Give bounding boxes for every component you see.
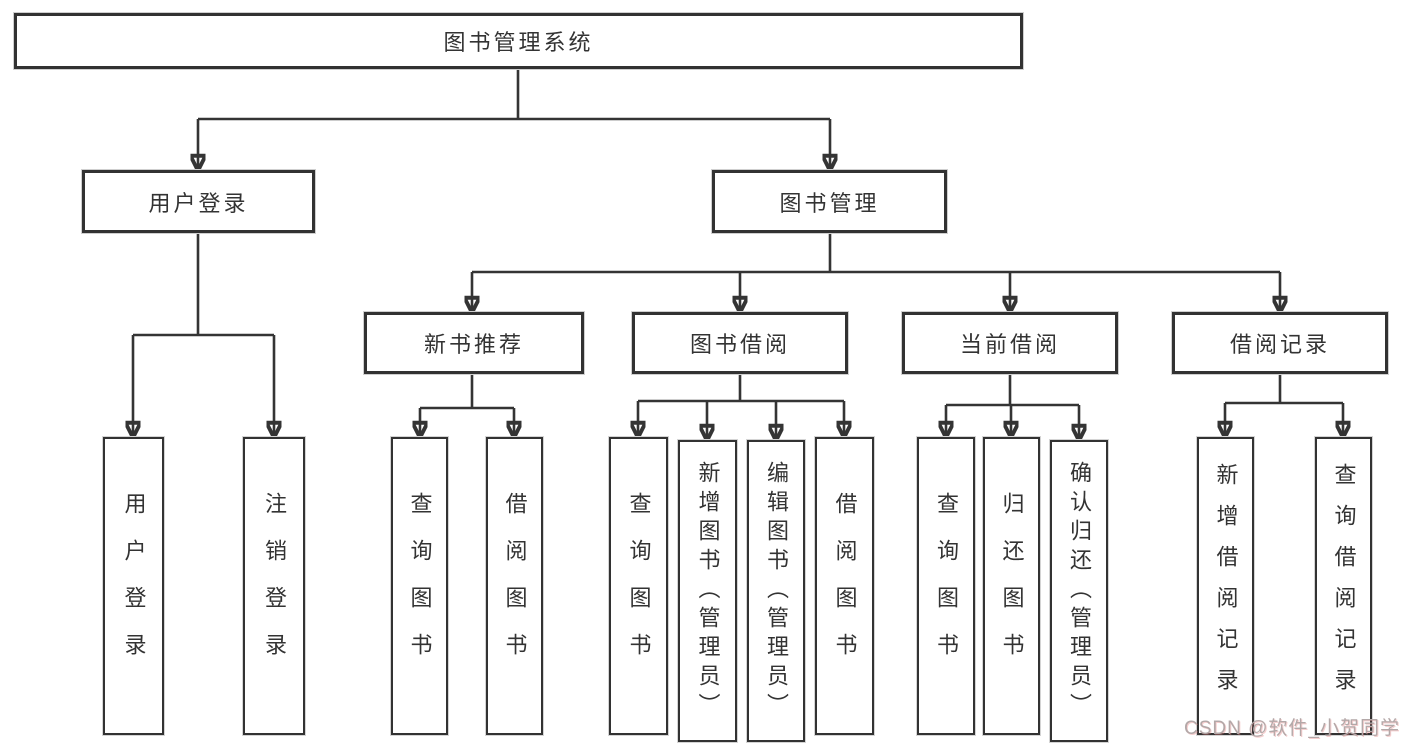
leaf-borrow-book-recommend: 借阅图书 bbox=[486, 437, 543, 735]
leaf-return-book: 归还图书 bbox=[983, 437, 1040, 735]
leaf-query-borrow-record: 查询借阅记录 bbox=[1315, 437, 1372, 735]
node-new-book-recommend: 新书推荐 bbox=[364, 312, 584, 374]
node-current-borrow: 当前借阅 bbox=[902, 312, 1118, 374]
leaf-logout: 注销登录 bbox=[243, 437, 305, 735]
node-book-management: 图书管理 bbox=[712, 170, 947, 233]
leaf-user-login: 用户登录 bbox=[103, 437, 164, 735]
leaf-add-borrow-record: 新增借阅记录 bbox=[1197, 437, 1254, 735]
leaf-query-book-recommend: 查询图书 bbox=[391, 437, 448, 735]
leaf-query-book-current: 查询图书 bbox=[917, 437, 975, 735]
node-root-library-system: 图书管理系统 bbox=[14, 13, 1023, 69]
leaf-add-book-admin: 新增图书（管理员） bbox=[678, 440, 737, 742]
leaf-query-book-borrow: 查询图书 bbox=[609, 437, 668, 735]
leaf-borrow-book: 借阅图书 bbox=[815, 437, 874, 735]
node-book-borrow: 图书借阅 bbox=[632, 312, 848, 374]
leaf-edit-book-admin: 编辑图书（管理员） bbox=[747, 440, 805, 742]
node-borrow-records: 借阅记录 bbox=[1172, 312, 1388, 374]
leaf-confirm-return-admin: 确认归还（管理员） bbox=[1050, 440, 1108, 742]
csdn-watermark: CSDN @软件_小贺同学 bbox=[1184, 718, 1400, 739]
node-user-login: 用户登录 bbox=[82, 170, 315, 233]
